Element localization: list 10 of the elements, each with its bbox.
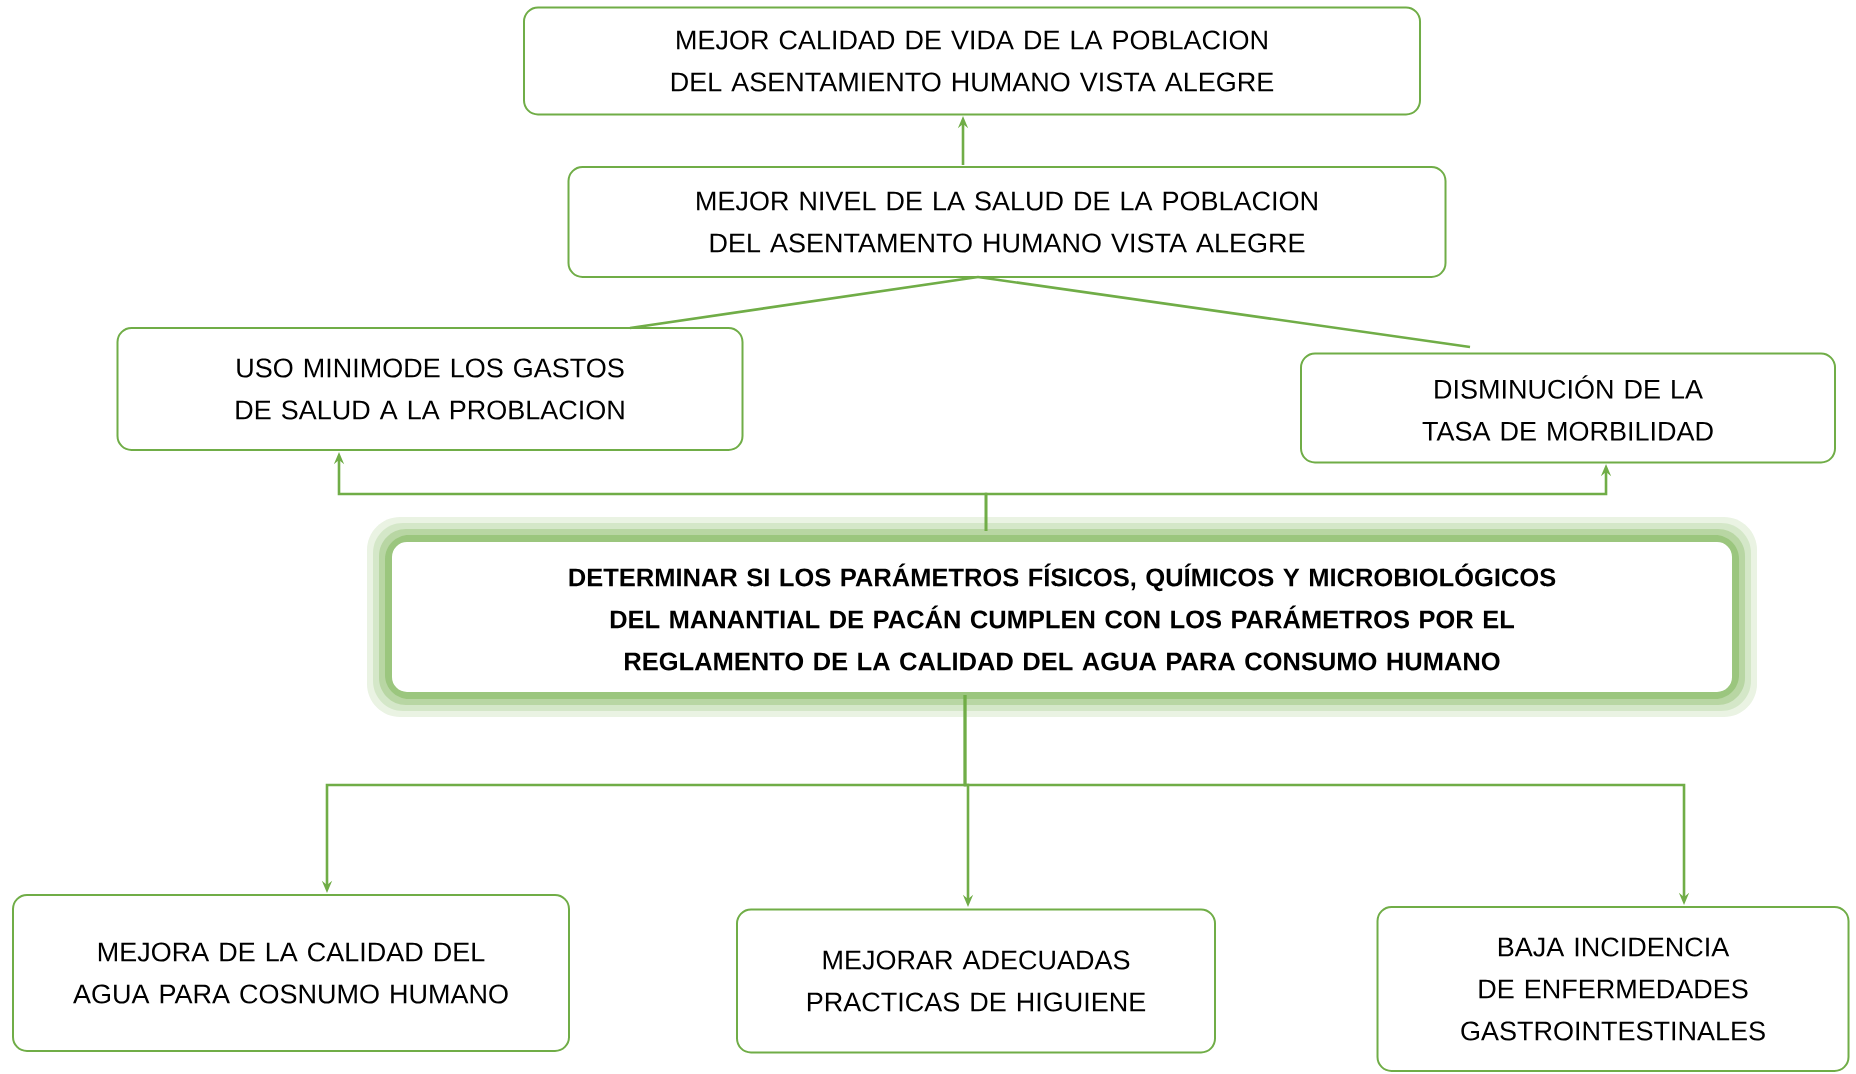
rounded-box: MEJOR CALIDAD DE VIDA DE LA POBLACION DEL ASENTAMIENTO HUMANO VISTA ALEGRE — [523, 6, 1421, 116]
rounded-box: USO MINIMODE LOS GASTOS DE SALUD A LA PROBLACION — [116, 327, 744, 451]
connector-line — [977, 275, 1471, 349]
rounded-box: MEJORAR ADECUADAS PRACTICAS DE HIGUIENE — [736, 908, 1216, 1054]
rounded-box: MEJORA DE LA CALIDAD DEL AGUA PARA COSNUMO HUMANO — [12, 894, 570, 1052]
rounded-box: DISMINUCIÓN DE LA TASA DE MORBILIDAD — [1300, 352, 1836, 464]
rounded-box: MEJOR NIVEL DE LA SALUD DE LA POBLACION DEL ASENTAMENTO HUMANO VISTA ALEGRE — [567, 166, 1447, 278]
connector-line — [629, 275, 979, 330]
highlighted-objective-box: DETERMINAR SI LOS PARÁMETROS FÍSICOS, QUÍMICOS Y MICROBIOLÓGICOS DEL MANANTIAL DE PACÁN CUMPLEN CON LOS PARÁMETROS POR EL REGLAMENTO DE LA CALIDAD DEL AGUA PARA CONSUMO HUMANO — [367, 517, 1757, 717]
rounded-box: BAJA INCIDENCIA DE ENFERMEDADES GASTROINTESTINALES — [1376, 906, 1850, 1072]
